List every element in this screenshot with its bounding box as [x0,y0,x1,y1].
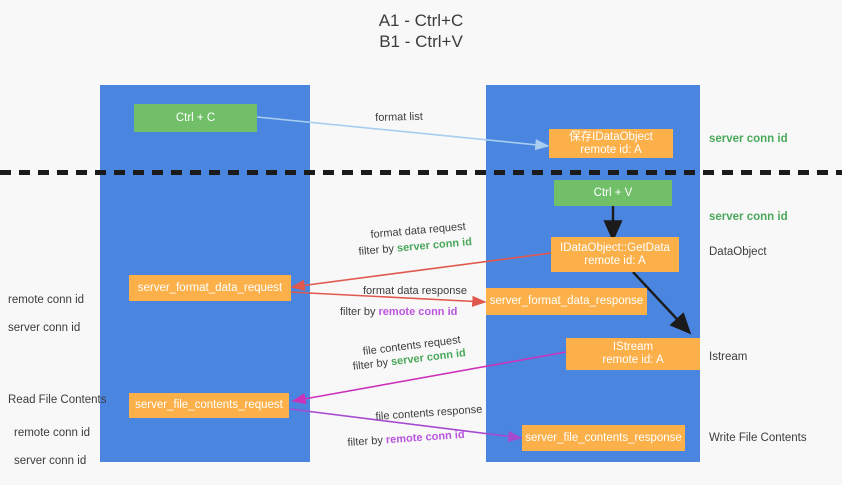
annotation-server-conn-id-top: server conn id [709,133,788,145]
annotation-server-conn-id-1: server conn id [8,322,81,334]
annotation-server-conn-id-2: server conn id [14,455,87,467]
edge-label-format-data-response-filter: filter by remote conn id [340,305,457,319]
annotation-write-file-contents: Write File Contents [709,432,807,444]
box-server-file-contents-request[interactable]: server_file_contents_request [129,393,289,418]
arrow-file-contents-response [289,408,523,442]
annotation-remote-conn-id-2: remote conn id [14,427,91,439]
annotation-read-file-contents: Read File Contents [8,394,107,406]
filter-prefix-4: filter by [347,434,387,449]
box-server-format-data-request[interactable]: server_format_data_request [129,275,291,301]
annotation-format-conn-ids: remote conn id server conn id [8,279,98,349]
annotation-server-conn-id-mid: server conn id [709,211,788,223]
arrow-getdata-to-istream [632,271,692,335]
box-ctrl-c[interactable]: Ctrl + C [134,104,257,132]
edge-label-format-list: format list [375,110,424,124]
arrow-file-contents-request [291,351,567,405]
arrow-format-data-response [288,291,487,307]
diagram-title: A1 - Ctrl+C B1 - Ctrl+V [378,11,464,51]
edge-label-format-data-response: format data response [363,285,467,297]
annotation-dataobject: DataObject [709,246,767,258]
box-server-file-contents-response[interactable]: server_file_contents_response [522,425,685,451]
box-idataobject-getdata[interactable]: IDataObject::GetData remote id: A [551,237,679,272]
arrow-format-data-request [290,252,552,291]
filter-prefix-1: filter by [358,242,398,258]
filter-id-remote-1: remote conn id [378,306,458,318]
arrow-format-list [256,116,550,151]
box-ctrl-v[interactable]: Ctrl + V [554,180,672,206]
time-divider [0,170,842,175]
box-save-idataobject[interactable]: 保存IDataObject remote id: A [549,129,673,158]
box-istream[interactable]: IStream remote id: A [566,338,700,370]
filter-prefix-2: filter by [340,306,379,318]
annotation-remote-conn-id-1: remote conn id [8,294,85,306]
annotation-istream: Istream [709,351,748,363]
box-server-format-data-response[interactable]: server_format_data_response [486,288,647,315]
annotation-file-conn-ids: remote conn id server conn id [14,412,109,482]
